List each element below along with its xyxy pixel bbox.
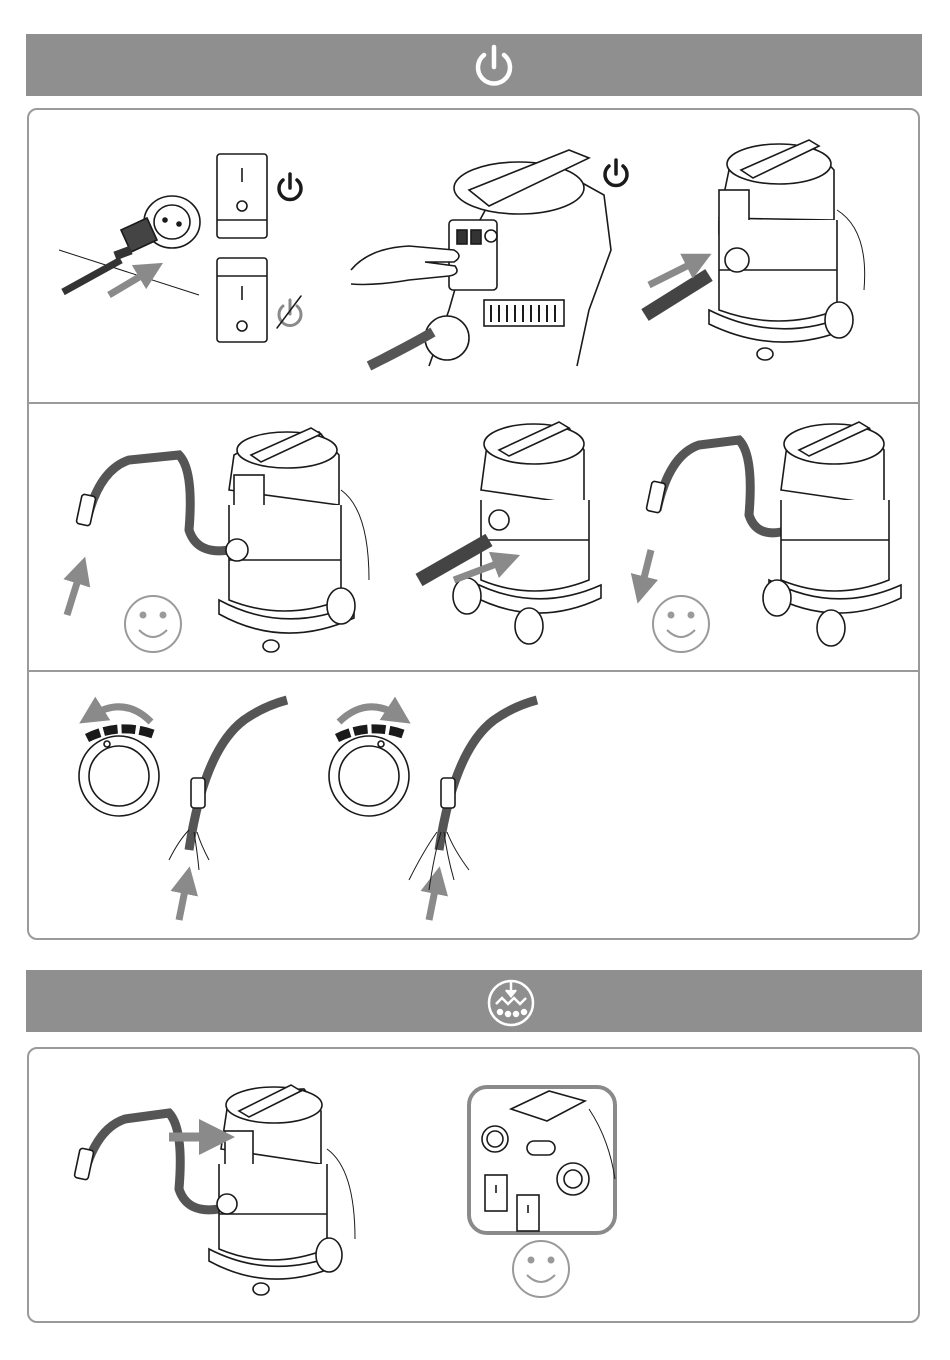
plug-icon [63, 218, 157, 292]
arrow-icon [67, 570, 81, 615]
hand-icon [351, 246, 459, 285]
rotate-right-icon [339, 707, 399, 722]
smiley-icon [125, 596, 181, 652]
step-suction-regulator-high [329, 700, 537, 920]
arrow-icon [641, 550, 651, 590]
wet-vacuum-icon [489, 981, 533, 1025]
step-blowing-air [641, 422, 901, 652]
step-control-panel-closeup [469, 1087, 615, 1297]
section-header-wet-vacuum [26, 970, 922, 1032]
dial-icon [79, 729, 159, 816]
arrow-icon [429, 880, 437, 920]
smiley-icon [653, 596, 709, 652]
step-attach-hose [645, 140, 865, 360]
step-plug-into-socket [59, 196, 200, 295]
power-icon [478, 47, 510, 83]
power-icon [605, 160, 627, 185]
step-vacuum-suction [67, 428, 369, 652]
rocker-switch-off-icon [217, 258, 267, 342]
step-switch-on-off-states [217, 154, 301, 342]
section-header-power [26, 34, 922, 96]
smiley-icon [513, 1241, 569, 1297]
power-off-icon [277, 296, 301, 328]
step-auto-filter-clean [74, 1085, 355, 1295]
step-suction-regulator-low [79, 700, 287, 920]
arrow-icon [179, 880, 187, 920]
arrow-icon [109, 270, 151, 295]
power-instructions-panel [27, 108, 920, 940]
dial-icon [329, 729, 409, 816]
step-blow-mode-hose [419, 422, 601, 644]
step-press-power-switch [351, 150, 627, 366]
power-icon [279, 174, 301, 199]
rocker-switch-on-icon [217, 154, 267, 238]
wet-vacuum-instructions-panel [27, 1047, 920, 1323]
rotate-left-icon [91, 707, 151, 722]
